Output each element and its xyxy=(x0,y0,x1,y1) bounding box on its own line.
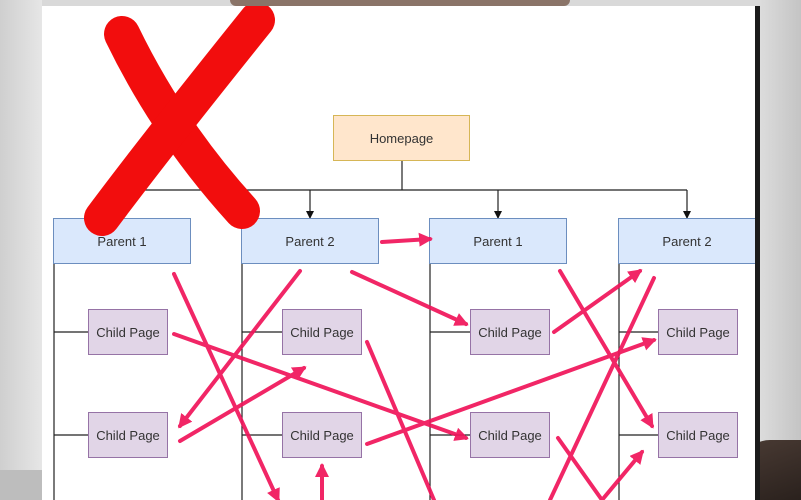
pink-arrow-icon xyxy=(172,272,280,500)
pink-arrow-icon xyxy=(548,276,656,500)
child-node-1-1: Child Page xyxy=(88,309,168,355)
pink-arrow-icon xyxy=(365,337,657,446)
child-node-1-2: Child Page xyxy=(88,412,168,458)
homepage-node: Homepage xyxy=(333,115,470,161)
background-right xyxy=(760,0,801,500)
pink-arrow-icon xyxy=(178,366,307,443)
pink-arrow-icon xyxy=(365,340,436,500)
pink-arrow-icon xyxy=(380,232,433,247)
diagram-paper: Homepage Parent 1 Parent 2 Parent 1 Pare… xyxy=(42,6,758,500)
parent-node-4: Parent 2 xyxy=(618,218,756,264)
child-node-3-2: Child Page xyxy=(470,412,550,458)
pink-arrow-icon xyxy=(350,270,469,326)
paper-edge xyxy=(755,6,760,500)
child-node-2-1: Child Page xyxy=(282,309,362,355)
child-node-3-1: Child Page xyxy=(470,309,550,355)
background-bottom-left xyxy=(0,470,42,500)
pink-arrow-icon xyxy=(558,269,654,429)
red-x-stroke-2 xyxy=(84,6,275,236)
pink-arrow-icon xyxy=(552,269,643,334)
red-x-icon xyxy=(84,6,275,236)
background-top xyxy=(230,0,570,6)
child-node-4-1: Child Page xyxy=(658,309,738,355)
parent-node-2: Parent 2 xyxy=(241,218,379,264)
parent-node-3: Parent 1 xyxy=(429,218,567,264)
pink-arrow-icon xyxy=(600,449,644,500)
overlay-arrows xyxy=(172,232,657,500)
pink-arrow-icon xyxy=(178,269,302,429)
pink-arrow-icon xyxy=(556,436,604,500)
background-left xyxy=(0,0,42,500)
pink-arrow-icon xyxy=(172,332,469,441)
child-node-4-2: Child Page xyxy=(658,412,738,458)
child-node-2-2: Child Page xyxy=(282,412,362,458)
